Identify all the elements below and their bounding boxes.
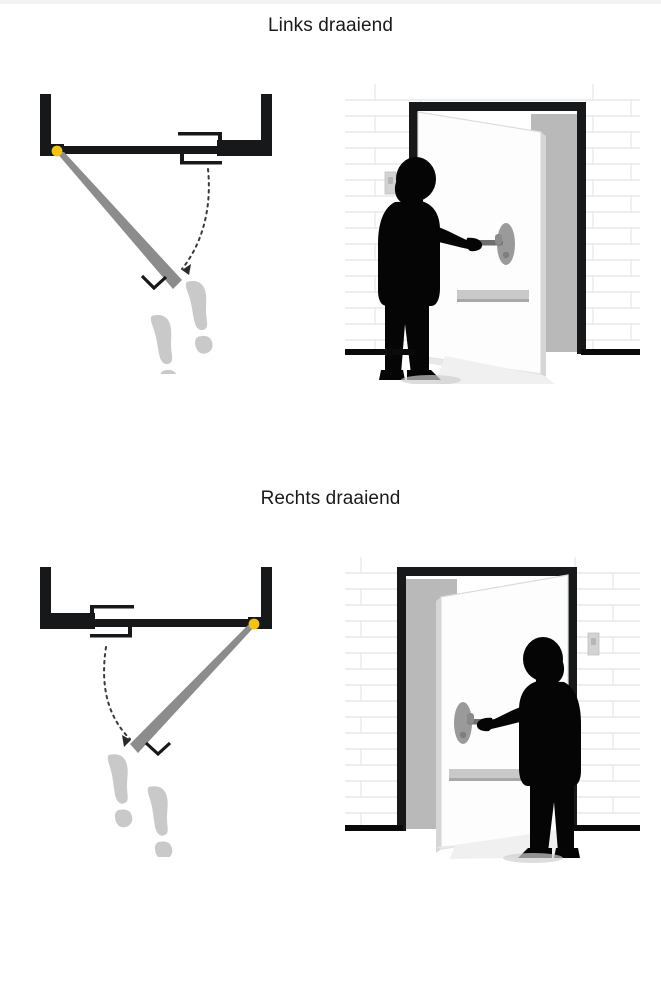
wall-right-vertical <box>261 567 272 629</box>
footprint-right <box>144 784 178 857</box>
right-hand-door-plan-diagram <box>30 557 320 857</box>
section-title-links: Links draaiend <box>268 15 393 36</box>
footprint-left <box>104 752 138 829</box>
closed-door-line <box>52 146 220 154</box>
wall-right-jamb-block <box>217 140 272 156</box>
door-stop-detail-lower <box>180 154 222 165</box>
hinge-pivot-dot <box>248 618 260 630</box>
open-door-leaf <box>130 625 256 753</box>
wall-left-vertical <box>40 567 51 629</box>
open-door-leaf <box>56 152 182 289</box>
light-switch <box>587 632 600 656</box>
door-push-bar <box>449 769 521 781</box>
hinge-pivot-dot <box>51 145 63 157</box>
top-divider <box>0 0 661 4</box>
door-handle <box>454 702 497 744</box>
section-rechts-draaiend: Rechts draaiend <box>0 487 661 977</box>
door-push-bar <box>457 290 529 302</box>
swing-direction-arrow <box>103 646 131 747</box>
footprint-right <box>182 278 219 356</box>
right-hand-door-perspective-illustration <box>345 557 640 867</box>
floor-line <box>345 825 640 831</box>
swing-direction-arrow <box>181 168 210 275</box>
open-door-handle <box>140 274 168 291</box>
person-silhouette <box>476 637 581 858</box>
person-floor-shadow <box>401 375 461 384</box>
floor-line <box>345 349 640 355</box>
door-floor-shadow <box>435 356 555 384</box>
open-door-handle <box>144 741 172 757</box>
wall-left-vertical <box>40 94 51 156</box>
person-floor-shadow <box>503 853 563 863</box>
section-links-draaiend: Links draaiend <box>0 14 661 484</box>
closed-door-line <box>92 619 260 627</box>
door-stop-detail-upper <box>90 605 134 619</box>
door-stop-detail-lower <box>90 627 132 638</box>
footprint-left <box>147 312 184 374</box>
light-switch <box>384 171 397 195</box>
section-title-rechts: Rechts draaiend <box>260 488 401 509</box>
left-hand-door-plan-diagram <box>30 84 320 374</box>
left-hand-door-perspective-illustration <box>345 84 640 384</box>
door-stop-detail-upper <box>178 132 222 146</box>
wall-right-vertical <box>261 94 272 156</box>
wall-left-jamb-block <box>40 613 95 629</box>
door-handle <box>473 223 515 265</box>
